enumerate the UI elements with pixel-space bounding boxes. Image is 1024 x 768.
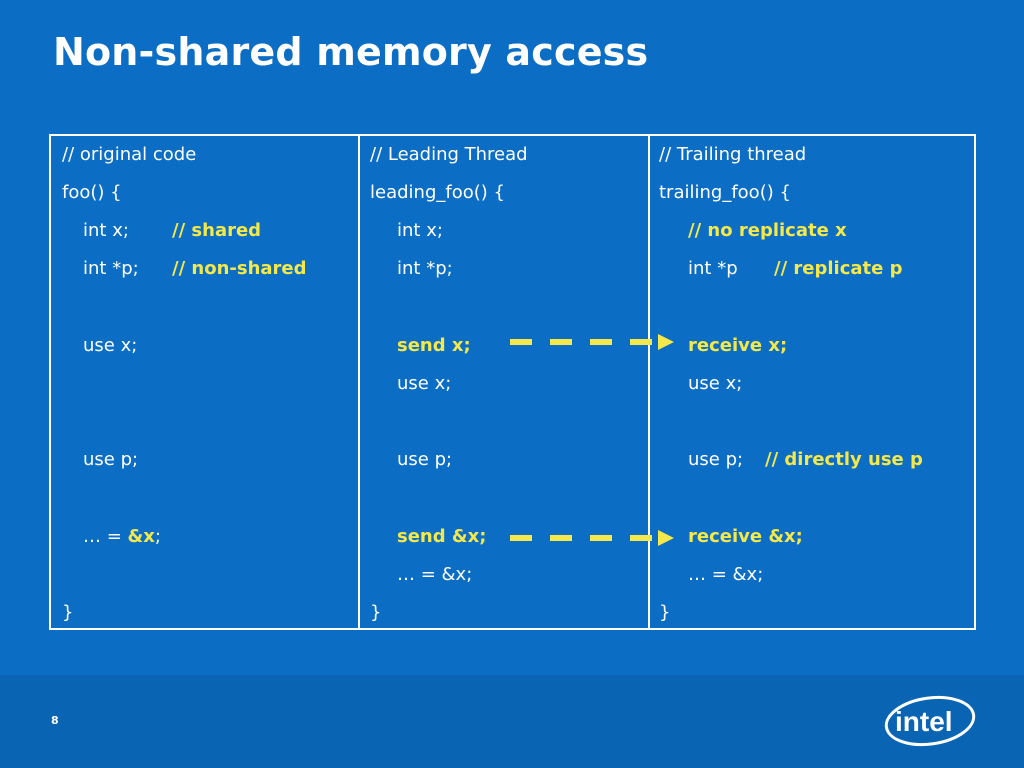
- original-assign-prefix: … =: [83, 526, 128, 547]
- original-assign: … = &x;: [83, 526, 161, 548]
- original-int-p: int *p;: [83, 258, 139, 279]
- original-use-x: use x;: [83, 335, 138, 356]
- column-divider-1: [358, 136, 360, 628]
- leading-send-x: send x;: [397, 335, 471, 356]
- leading-use-x: use x;: [397, 373, 452, 394]
- trailing-receive-address: receive &x;: [688, 526, 803, 547]
- leading-header: // Leading Thread: [370, 144, 528, 165]
- original-non-shared-comment: // non-shared: [172, 258, 307, 279]
- column-divider-2: [648, 136, 650, 628]
- dashed-arrow-send-address: [510, 530, 674, 546]
- trailing-no-replicate-comment: // no replicate x: [688, 220, 847, 241]
- original-shared-comment: // shared: [172, 220, 262, 241]
- trailing-header: // Trailing thread: [659, 144, 807, 165]
- trailing-use-p: use p;: [688, 449, 744, 470]
- trailing-int-p: int *p: [688, 258, 738, 279]
- leading-send-address: send &x;: [397, 526, 487, 547]
- trailing-replicate-comment: // replicate p: [774, 258, 903, 279]
- trailing-directly-use-comment: // directly use p: [765, 449, 923, 470]
- trailing-assign: … = &x;: [688, 564, 764, 585]
- original-header: // original code: [62, 144, 197, 165]
- intel-logo-text: intel: [895, 706, 953, 737]
- leading-assign: … = &x;: [397, 564, 473, 585]
- leading-use-p: use p;: [397, 449, 453, 470]
- original-use-p: use p;: [83, 449, 139, 470]
- original-assign-address: &x: [127, 526, 155, 547]
- slide-title: Non-shared memory access: [53, 30, 649, 74]
- original-int-x: int x;: [83, 220, 129, 241]
- trailing-func-signature: trailing_foo() {: [659, 182, 791, 203]
- leading-close-brace: }: [370, 602, 382, 623]
- trailing-close-brace: }: [659, 602, 671, 623]
- trailing-receive-x: receive x;: [688, 335, 788, 356]
- trailing-use-x: use x;: [688, 373, 743, 394]
- footer-band: [0, 675, 1024, 768]
- original-close-brace: }: [62, 602, 74, 623]
- original-func-signature: foo() {: [62, 182, 122, 203]
- leading-int-x: int x;: [397, 220, 443, 241]
- code-comparison-table: // original code foo() { int x; // share…: [49, 134, 976, 630]
- leading-func-signature: leading_foo() {: [370, 182, 505, 203]
- intel-logo: intel: [884, 695, 976, 747]
- dashed-arrow-send-x: [510, 334, 674, 350]
- original-assign-suffix: ;: [154, 526, 161, 547]
- leading-int-p: int *p;: [397, 258, 453, 279]
- page-number: 8: [51, 714, 59, 727]
